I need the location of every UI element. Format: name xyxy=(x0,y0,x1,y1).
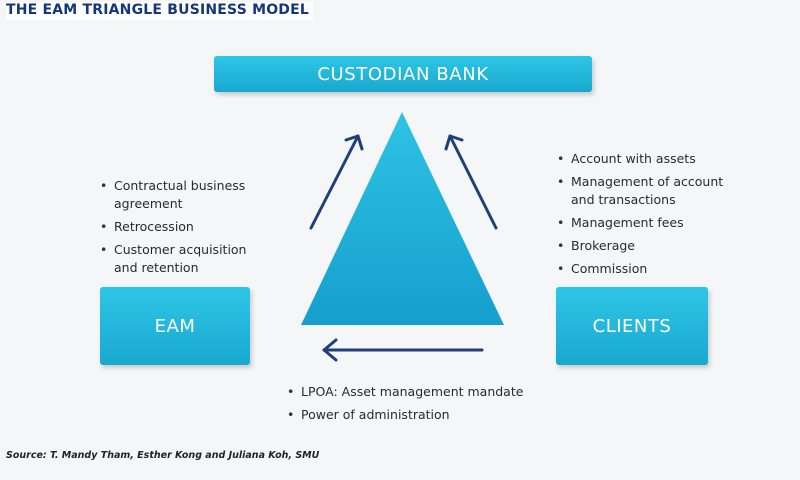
list-item: Brokerage xyxy=(557,237,747,255)
list-item: Account with assets xyxy=(557,150,747,168)
arrow-clients-to-eam xyxy=(322,338,484,362)
arrow-eam-to-custodian xyxy=(309,134,364,230)
custodian-bank-label: CUSTODIAN BANK xyxy=(317,63,489,85)
arrow-clients-to-custodian xyxy=(444,134,498,230)
eam-bullet-list: Contractual business agreement Retrocess… xyxy=(100,177,260,282)
list-item: Retrocession xyxy=(100,218,260,236)
center-triangle xyxy=(301,112,504,325)
list-item: Management of account and transactions xyxy=(557,173,747,209)
custodian-bank-box: CUSTODIAN BANK xyxy=(214,56,592,92)
source-citation: Source: T. Mandy Tham, Esther Kong and J… xyxy=(6,450,320,461)
list-item: Customer acquisition and retention xyxy=(100,241,260,277)
list-item: Management fees xyxy=(557,214,747,232)
clients-label: CLIENTS xyxy=(592,315,672,337)
list-item: Power of administration xyxy=(287,406,567,424)
diagram-title: THE EAM TRIANGLE BUSINESS MODEL xyxy=(6,2,314,20)
eam-label: EAM xyxy=(154,315,196,337)
list-item: LPOA: Asset management mandate xyxy=(287,383,567,401)
list-item: Contractual business agreement xyxy=(100,177,260,213)
clients-bullet-list: Account with assets Management of accoun… xyxy=(557,150,747,283)
bottom-bullet-list: LPOA: Asset management mandate Power of … xyxy=(287,383,567,429)
list-item: Commission xyxy=(557,260,747,278)
eam-box: EAM xyxy=(100,287,250,365)
clients-box: CLIENTS xyxy=(556,287,708,365)
